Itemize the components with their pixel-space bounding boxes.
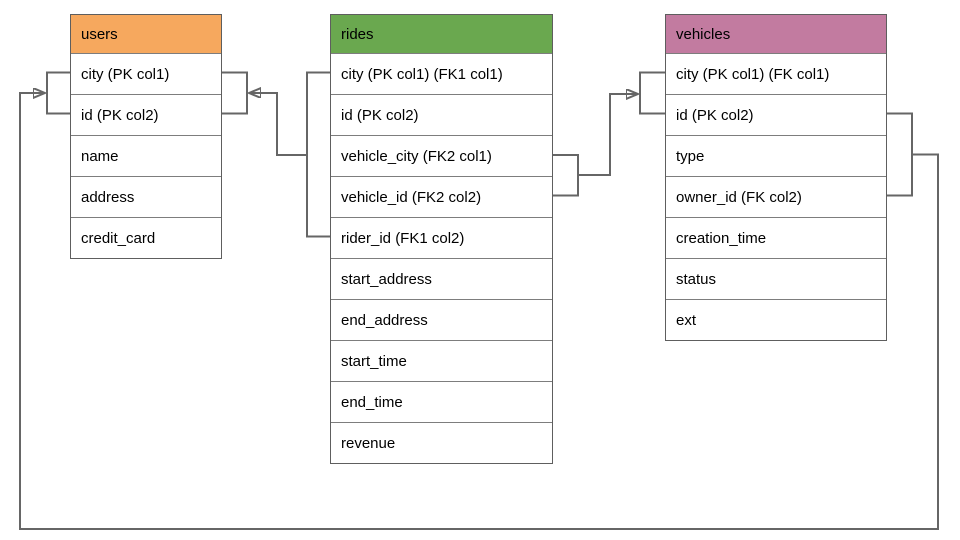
vehicles-column-city: city (PK col1) (FK col1): [666, 53, 886, 94]
rides-column-city: city (PK col1) (FK1 col1): [331, 53, 552, 94]
rides-column-vehicle-id: vehicle_id (FK2 col2): [331, 176, 552, 217]
rides-right-bracket: [553, 154, 579, 197]
rides-column-vehicle-city: vehicle_city (FK2 col1): [331, 135, 552, 176]
users-column-address: address: [71, 176, 221, 217]
rides-column-start-time: start_time: [331, 340, 552, 381]
table-vehicles: vehicles city (PK col1) (FK col1) id (PK…: [665, 14, 887, 341]
vehicles-column-type: type: [666, 135, 886, 176]
rides-column-start-address: start_address: [331, 258, 552, 299]
rides-column-revenue: revenue: [331, 422, 552, 463]
vehicles-column-id: id (PK col2): [666, 94, 886, 135]
vehicles-right-bracket: [887, 112, 913, 197]
table-rides: rides city (PK col1) (FK1 col1) id (PK c…: [330, 14, 553, 464]
rides-column-rider-id: rider_id (FK1 col2): [331, 217, 552, 258]
connector-rides-to-users: [250, 93, 307, 156]
table-users-header: users: [71, 15, 221, 53]
users-column-credit-card: credit_card: [71, 217, 221, 258]
vehicles-column-creation-time: creation_time: [666, 217, 886, 258]
vehicles-column-owner-id: owner_id (FK col2): [666, 176, 886, 217]
table-rides-header: rides: [331, 15, 552, 53]
users-right-bracket: [222, 71, 248, 115]
rides-column-id: id (PK col2): [331, 94, 552, 135]
connector-rides-to-vehicles: [578, 94, 637, 176]
table-users: users city (PK col1) id (PK col2) name a…: [70, 14, 222, 259]
rides-column-end-time: end_time: [331, 381, 552, 422]
connector-vehicles-to-users: [19, 93, 939, 530]
vehicles-left-bracket: [639, 71, 665, 115]
rides-left-bracket: [306, 71, 330, 238]
users-column-city: city (PK col1): [71, 53, 221, 94]
users-column-name: name: [71, 135, 221, 176]
users-column-id: id (PK col2): [71, 94, 221, 135]
rides-column-end-address: end_address: [331, 299, 552, 340]
table-vehicles-header: vehicles: [666, 15, 886, 53]
vehicles-column-ext: ext: [666, 299, 886, 340]
vehicles-column-status: status: [666, 258, 886, 299]
users-left-bracket: [46, 71, 70, 115]
